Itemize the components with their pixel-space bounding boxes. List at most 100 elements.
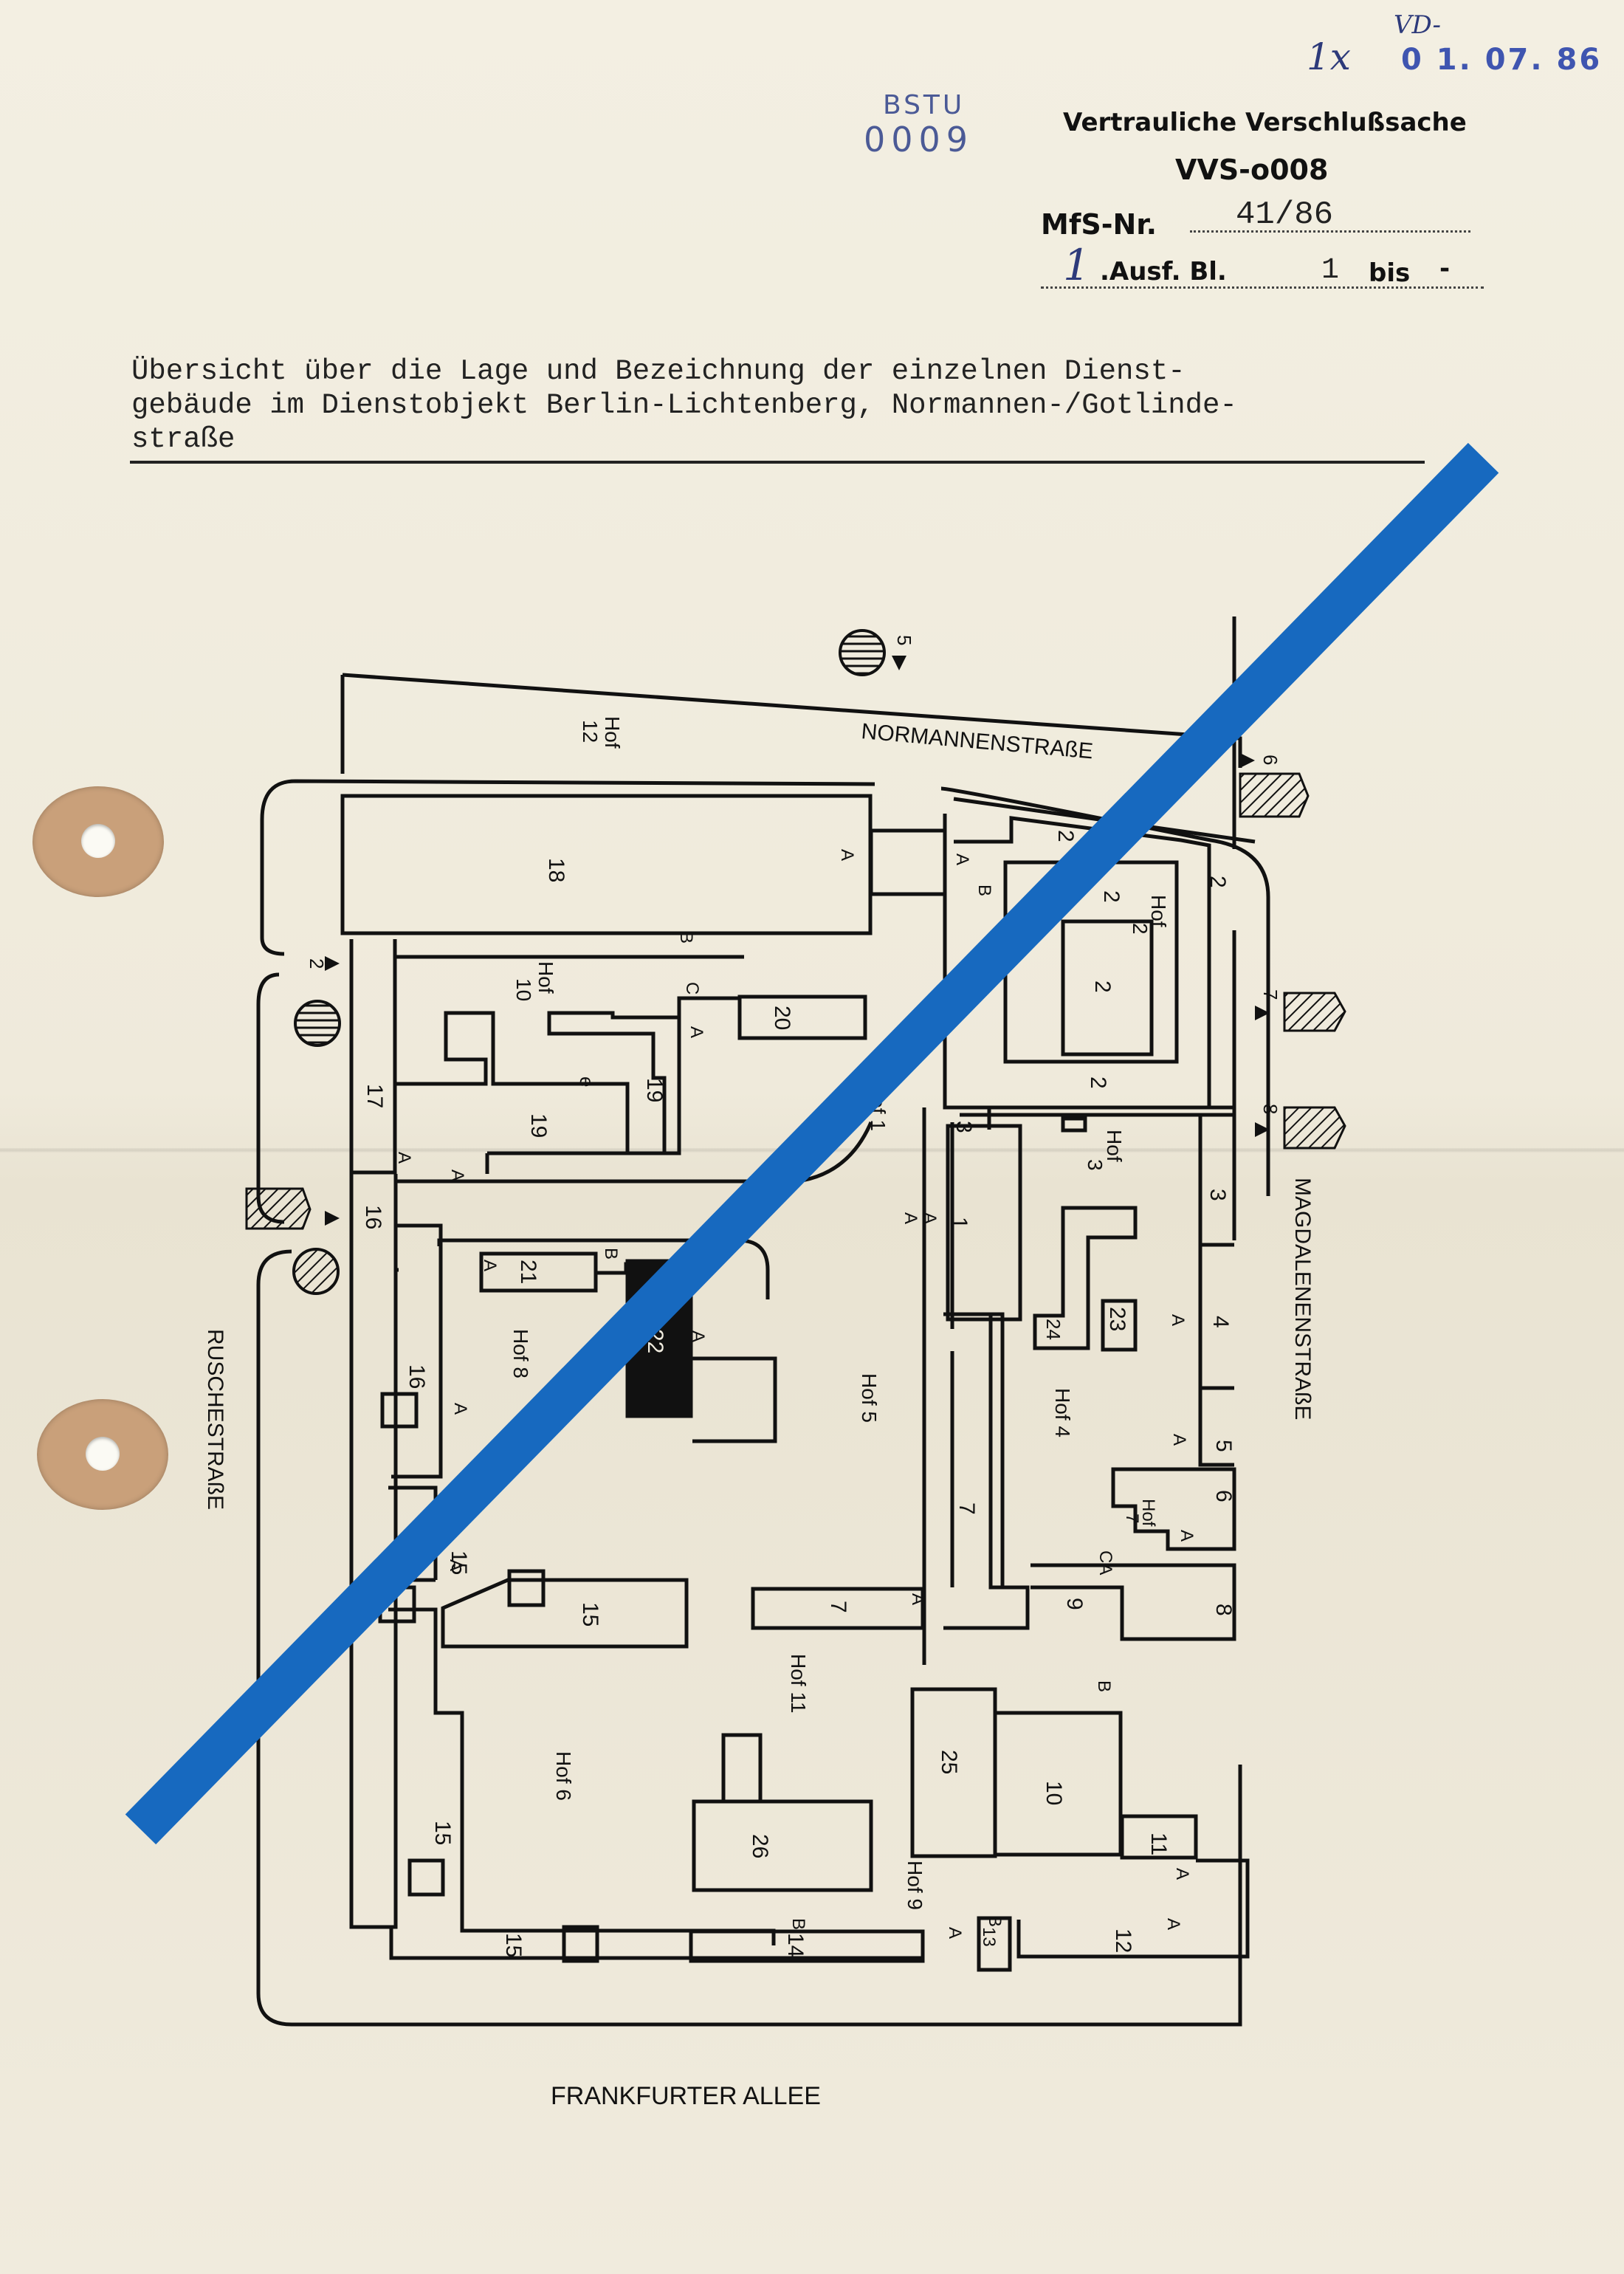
punch-hole-top <box>32 786 164 897</box>
hof-6: Hof 6 <box>552 1751 575 1801</box>
building-3-marker <box>1061 1116 1087 1133</box>
entrance-b-2: B <box>974 884 994 896</box>
building-7-west <box>751 1587 925 1630</box>
mfs-number-value: 41/86 <box>1236 196 1334 233</box>
building-24 <box>1033 1206 1138 1350</box>
building-13 <box>977 1916 1012 1972</box>
gate-labels: 5 6 7 8 2 <box>306 635 1281 1114</box>
building-17 <box>349 939 744 1175</box>
label-14: 14 <box>783 1933 808 1957</box>
entrance-a-13: A <box>945 1927 965 1939</box>
gate-7-marker <box>1283 992 1346 1032</box>
label-10: 10 <box>1042 1781 1066 1805</box>
building-23 <box>1101 1299 1138 1352</box>
label-13: 13 <box>979 1927 999 1947</box>
classification-code: VVS-o008 <box>1175 154 1329 186</box>
hof-7-a: Hof <box>1138 1499 1158 1527</box>
title-underline <box>130 461 1425 464</box>
entrance-a-7: A <box>1177 1530 1197 1542</box>
building-2-block <box>1061 919 1154 1057</box>
entrance-b-14: B <box>788 1918 808 1930</box>
spine-west <box>922 1107 954 1665</box>
gate-6: 6 <box>1259 755 1281 765</box>
label-5: 5 <box>1211 1440 1236 1452</box>
building-15-south <box>388 1607 776 1945</box>
archive-stamp-line2: 0009 <box>864 120 974 159</box>
hof-9: Hof 9 <box>904 1861 926 1910</box>
entrance-a-7b: A <box>908 1593 928 1605</box>
label-4: 4 <box>1208 1316 1233 1328</box>
street-west: RUSCHESTRAßE <box>203 1329 227 1510</box>
label-15a: 15 <box>447 1550 471 1575</box>
archive-stamp-line1: BSTU <box>883 90 966 120</box>
entrance-a-21: A <box>480 1260 500 1271</box>
gate-2: 2 <box>306 958 328 969</box>
punch-hole-bottom <box>37 1399 168 1510</box>
label-2f: 2 <box>1086 1076 1110 1089</box>
building-1 <box>946 1124 1022 1322</box>
gate-7: 7 <box>1259 989 1281 1000</box>
label-23: 23 <box>1105 1307 1129 1331</box>
building-16-tower <box>380 1392 419 1429</box>
hof-11: Hof 11 <box>787 1654 810 1713</box>
outer-south-outline <box>256 1249 1242 2027</box>
hof-12-b: 12 <box>579 720 602 743</box>
gate-west-arrow <box>325 1211 340 1226</box>
street-south: FRANKFURTER ALLEE <box>551 2082 821 2110</box>
building-2-south <box>960 1105 1233 1117</box>
classification-title: Vertrauliche Verschlußsache <box>1063 108 1467 137</box>
gate-8: 8 <box>1259 1104 1281 1114</box>
building-15-wing-tower <box>507 1569 546 1607</box>
label-2e: 2 <box>1090 980 1115 993</box>
hof-4: Hof 4 <box>1051 1388 1074 1437</box>
hof-8: Hof 8 <box>509 1329 532 1378</box>
gate-5-circle <box>839 629 886 676</box>
building-15-tower-bottom <box>562 1925 599 1963</box>
gate-7-arrow <box>1255 1006 1270 1020</box>
building-22-annex <box>691 1356 777 1443</box>
boundary-north <box>342 673 1242 768</box>
building-12 <box>1016 1858 1250 1959</box>
entrance-a-4: A <box>1168 1314 1188 1326</box>
hof-2-a: Hof <box>1147 895 1170 927</box>
building-3-4 <box>1198 1115 1234 1467</box>
label-1: 1 <box>947 1217 971 1229</box>
label-2c: 2 <box>1099 890 1124 903</box>
block-west-outline <box>256 972 285 1224</box>
building-8-9 <box>1031 1563 1236 1641</box>
entrance-a-2: A <box>952 853 972 865</box>
gate-8-marker <box>1283 1106 1346 1150</box>
entrance-ca: CA <box>1095 1550 1115 1575</box>
building-11 <box>1120 1814 1198 1860</box>
label-15b: 15 <box>578 1602 602 1627</box>
hof-10-a: Hof <box>534 961 557 994</box>
hof-10-b: 10 <box>512 978 535 1001</box>
label-25: 25 <box>937 1750 961 1774</box>
label-16b: 16 <box>405 1364 429 1389</box>
building-18-annex <box>869 828 947 896</box>
building-15-wing <box>441 1578 689 1649</box>
gate-west-marker <box>245 1187 312 1230</box>
ausf-number: 1 <box>1063 240 1090 290</box>
date-stamp: 0 1. 07. 86 <box>1401 43 1603 77</box>
building-labels: 18 20 19 19 17 16 16 21 22 15 15 15 15 1… <box>361 830 1236 1957</box>
courtyard-labels: Hof 12 Hof 10 Hof 1 Hof 2 Hof 3 Hof 8 Ho… <box>509 716 1170 1910</box>
entrance-a-16: A <box>450 1403 470 1415</box>
label-2b: 2 <box>1205 876 1230 888</box>
mfs-number-line <box>1190 230 1470 233</box>
label-17: 17 <box>362 1084 387 1108</box>
building-16 <box>391 1223 443 1479</box>
gate-6-marker <box>1239 772 1310 818</box>
label-3a: 3 <box>952 1121 976 1133</box>
gate-2-arrow <box>325 956 340 971</box>
title-line-1: Übersicht über die Lage und Bezeichnung … <box>131 355 1186 388</box>
hof-12-a: Hof <box>601 716 624 749</box>
label-20: 20 <box>770 1006 794 1030</box>
building-19-east <box>632 1019 681 1155</box>
handwritten-date-prefix: VD- <box>1394 10 1441 40</box>
label-8: 8 <box>1211 1604 1236 1616</box>
entrance-a-15: A <box>446 1559 466 1571</box>
entrance-a-1: A <box>901 1212 921 1224</box>
entrance-b-18: B <box>676 932 696 944</box>
building-18 <box>340 794 873 935</box>
